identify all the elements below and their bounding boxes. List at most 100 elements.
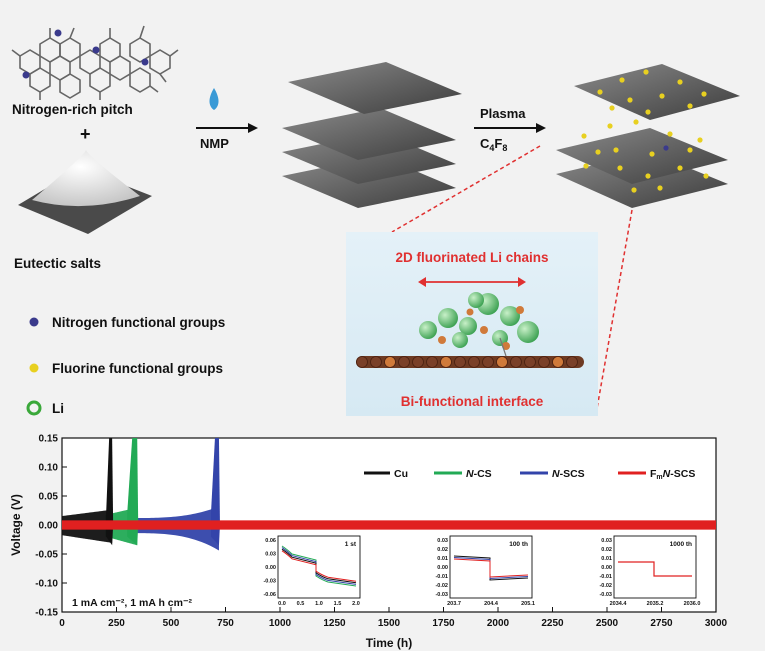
x-tick-label: 3000 — [705, 618, 728, 629]
x-tick-label: 250 — [108, 618, 125, 629]
series-n-cs-failure — [127, 438, 139, 546]
zoom-line-left — [391, 145, 541, 233]
legend-nscs: N-SCS — [552, 468, 585, 480]
inset-x-tick-label: 204.4 — [484, 601, 499, 607]
inset-y-tick-label: -0.03 — [435, 592, 448, 598]
y-tick-label: 0.15 — [39, 434, 59, 445]
inset-label: 100 th — [509, 541, 528, 548]
fluorine-dot-icon — [607, 123, 613, 129]
inset-x-tick-label: 203.7 — [447, 601, 461, 607]
x-tick-label: 1250 — [323, 618, 346, 629]
fluorine-dot-icon — [667, 131, 673, 137]
legend-ncs: N-CS — [466, 468, 492, 480]
y-tick-label: 0.05 — [39, 492, 59, 503]
fluorinated-sheets-stack — [556, 64, 740, 208]
carbon-atom — [510, 356, 522, 368]
x-tick-label: 2750 — [650, 618, 673, 629]
x-tick-label: 1500 — [378, 618, 401, 629]
carbon-atoms — [356, 356, 578, 368]
carbon-atom — [482, 356, 494, 368]
fluorine-dot-icon — [645, 109, 651, 115]
fluorine-dot-icon — [627, 97, 633, 103]
inset-1000th: 1000 th0.030.020.010.00-0.01-0.02-0.0320… — [599, 535, 700, 607]
inset-curve — [618, 561, 692, 577]
plasma-label: Plasma — [480, 106, 526, 121]
x-tick-label: 2500 — [596, 618, 619, 629]
carbon-atom — [426, 356, 438, 368]
nitrogen-dot-icon — [54, 29, 62, 37]
legend-fnscs: FmN-SCS — [650, 468, 695, 481]
inset-y-tick-label: 0.02 — [601, 547, 612, 553]
inset-x-tick-label: 0.0 — [278, 601, 286, 607]
x-axis-label: Time (h) — [366, 636, 412, 650]
fluorine-dot-icon — [609, 105, 615, 111]
fluorine-legend-icon — [29, 363, 39, 373]
fluorine-dot-icon — [677, 165, 683, 171]
legend-nitrogen: Nitrogen functional groups — [52, 315, 225, 330]
c4f8-label: C4F8 — [480, 136, 507, 153]
eutectic-salts-icon — [18, 150, 152, 234]
nitrogen-dot-icon — [141, 58, 149, 66]
li-legend-icon — [26, 400, 42, 416]
carbon-atom — [384, 356, 396, 368]
nitrogen-dot-icon — [92, 46, 100, 54]
inset-y-tick-label: 0.00 — [265, 565, 276, 571]
inset-y-tick-label: -0.01 — [435, 574, 448, 580]
legend-cu: Cu — [394, 468, 408, 480]
x-tick-label: 0 — [59, 618, 65, 629]
fluorine-dot-icon — [597, 89, 603, 95]
inset-x-tick-label: 205.1 — [521, 601, 535, 607]
fluorine-dot-icon — [687, 147, 693, 153]
inset-y-tick-label: 0.01 — [437, 556, 448, 562]
inset-label: 1 st — [345, 541, 357, 548]
inset-y-tick-label: -0.02 — [599, 583, 612, 589]
fluorine-dot-icon — [643, 69, 649, 75]
y-tick-label: -0.05 — [35, 550, 58, 561]
solvent-drop-icon — [209, 88, 219, 110]
carbon-atom — [356, 356, 368, 368]
fluorine-dot-icon — [687, 103, 693, 109]
y-tick-label: -0.10 — [35, 579, 58, 590]
arrowhead-icon — [518, 277, 526, 287]
fluorine-dot-icon — [581, 133, 587, 139]
y-tick-label: 0.10 — [39, 463, 59, 474]
carbon-sheets-stack — [282, 62, 462, 208]
arrowhead-icon — [248, 123, 258, 133]
carbon-atom — [440, 356, 452, 368]
carbon-atom — [398, 356, 410, 368]
x-tick-label: 1750 — [432, 618, 455, 629]
inset-x-tick-label: 2.0 — [352, 601, 360, 607]
pitch-label: Nitrogen-rich pitch — [12, 102, 133, 117]
inset-title: 2D fluorinated Li chains — [395, 250, 548, 265]
plus-sign: + — [80, 124, 91, 144]
fluorine-dot-icon — [583, 163, 589, 169]
inset-y-tick-label: -0.06 — [263, 592, 276, 598]
inset-label: 1000 th — [670, 541, 692, 548]
y-tick-label: 0.00 — [39, 521, 59, 532]
inset-frame — [613, 535, 697, 599]
inset-curve — [453, 558, 529, 578]
series-group — [62, 438, 716, 551]
inset-y-tick-label: -0.02 — [435, 583, 448, 589]
x-tick-label: 2250 — [541, 618, 564, 629]
fluorine-dot-icon — [701, 91, 707, 97]
fluorine-dot-icon — [697, 137, 703, 143]
nitrogen-legend-icon — [29, 317, 39, 327]
condition-text: 1 mA cm⁻², 1 mA h cm⁻² — [72, 597, 193, 609]
fluorine-dot-icon — [677, 79, 683, 85]
fluorine-dot-icon — [633, 119, 639, 125]
fluorine-dot-icon — [645, 173, 651, 179]
inset-y-tick-label: 0.02 — [437, 547, 448, 553]
x-tick-label: 1000 — [269, 618, 292, 629]
inset-y-tick-label: -0.01 — [599, 574, 612, 580]
inset-y-tick-label: 0.03 — [437, 538, 448, 544]
inset-y-tick-label: 0.06 — [265, 538, 276, 544]
inset-x-tick-label: 1.5 — [334, 601, 342, 607]
y-axis-label: Voltage (V) — [9, 494, 23, 556]
inset-x-tick-label: 0.5 — [297, 601, 305, 607]
inset-bottom-label: Bi-functional interface — [401, 394, 544, 409]
nitrogen-dot-icon — [22, 71, 30, 79]
inset-y-tick-label: 0.01 — [601, 556, 612, 562]
